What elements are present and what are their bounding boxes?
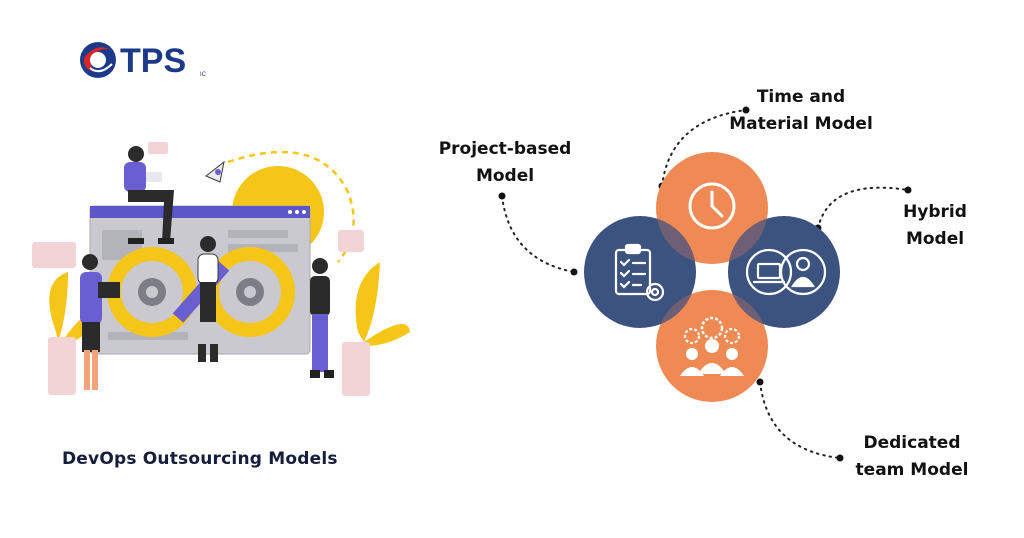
label-project-based-line2: Model (475, 166, 535, 186)
anchor-dot (904, 186, 912, 194)
circle-hybrid (728, 216, 840, 328)
label-project-based: Project-based Model (420, 136, 590, 190)
label-hybrid: Hybrid Model (880, 199, 990, 253)
laptop-person-icon (745, 248, 827, 296)
speech-bubble (32, 242, 76, 268)
label-time-material: Time and Material Model (718, 84, 884, 138)
person-right (310, 258, 334, 378)
anchor-dot (498, 192, 506, 200)
logo-suffix: IC (200, 72, 207, 78)
person-sitting (124, 146, 174, 244)
label-time-material-line2: Material Model (729, 114, 873, 134)
code-bubble (338, 230, 364, 252)
label-dedicated-line2: team Model (855, 460, 969, 480)
tps-logo: TPS IC (76, 32, 226, 88)
models-diagram (584, 152, 840, 402)
logo-brand: TPS (120, 42, 186, 80)
caption: DevOps Outsourcing Models (62, 449, 338, 469)
plant-left (48, 272, 98, 395)
clock-icon (688, 182, 736, 230)
label-time-material-line1: Time and (756, 87, 846, 107)
plant-right (342, 262, 410, 396)
label-dedicated-line1: Dedicated (863, 433, 961, 453)
devops-team-illustration (28, 132, 420, 402)
label-dedicated: Dedicated team Model (842, 430, 982, 484)
clipboard-checklist-gear-icon (614, 243, 665, 302)
rocket-icon (198, 160, 225, 186)
person-left (80, 254, 120, 390)
label-hybrid-line2: Model (905, 229, 965, 249)
team-gears-icon (680, 316, 744, 376)
logo-emblem (80, 42, 116, 78)
label-hybrid-line1: Hybrid (903, 202, 967, 222)
label-project-based-line1: Project-based (438, 139, 572, 159)
person-middle (197, 236, 219, 362)
circle-project-based (584, 216, 696, 328)
